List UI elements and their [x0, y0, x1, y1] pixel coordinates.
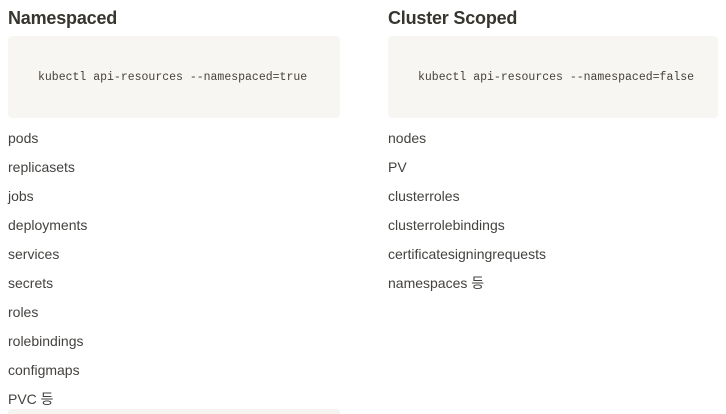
list-item: clusterrolebindings — [388, 217, 505, 233]
namespaced-resource-list: pods replicasets jobs deployments servic… — [8, 124, 340, 414]
next-code-block-partial — [8, 409, 340, 414]
list-item: services — [8, 246, 60, 262]
list-item: clusterroles — [388, 188, 460, 204]
column-cluster-scoped: Cluster Scoped kubectl api-resources --n… — [388, 6, 718, 414]
heading-namespaced: Namespaced — [8, 8, 118, 28]
list-item: jobs — [8, 188, 34, 204]
list-item: deployments — [8, 217, 88, 233]
list-item: secrets — [8, 275, 54, 291]
list-item: PV — [388, 159, 407, 175]
code-text-cluster-scoped: kubectl api-resources --namespaced=false — [418, 70, 695, 84]
list-item: certificatesigningrequests — [388, 246, 546, 262]
code-text-namespaced: kubectl api-resources --namespaced=true — [38, 70, 308, 84]
list-item: replicasets — [8, 159, 75, 175]
list-item: nodes — [388, 130, 427, 146]
list-item: roles — [8, 304, 39, 320]
list-item: pods — [8, 130, 39, 146]
list-item: configmaps — [8, 362, 80, 378]
code-block-namespaced: kubectl api-resources --namespaced=true — [8, 36, 340, 118]
column-namespaced: Namespaced kubectl api-resources --names… — [8, 6, 340, 414]
cluster-scoped-resource-list: nodes PV clusterroles clusterrolebinding… — [388, 124, 718, 298]
list-item: namespaces 등 — [388, 275, 485, 291]
list-item: PVC 등 — [8, 391, 54, 407]
heading-cluster-scoped: Cluster Scoped — [388, 8, 518, 28]
list-item: rolebindings — [8, 333, 84, 349]
code-block-cluster-scoped: kubectl api-resources --namespaced=false — [388, 36, 718, 118]
